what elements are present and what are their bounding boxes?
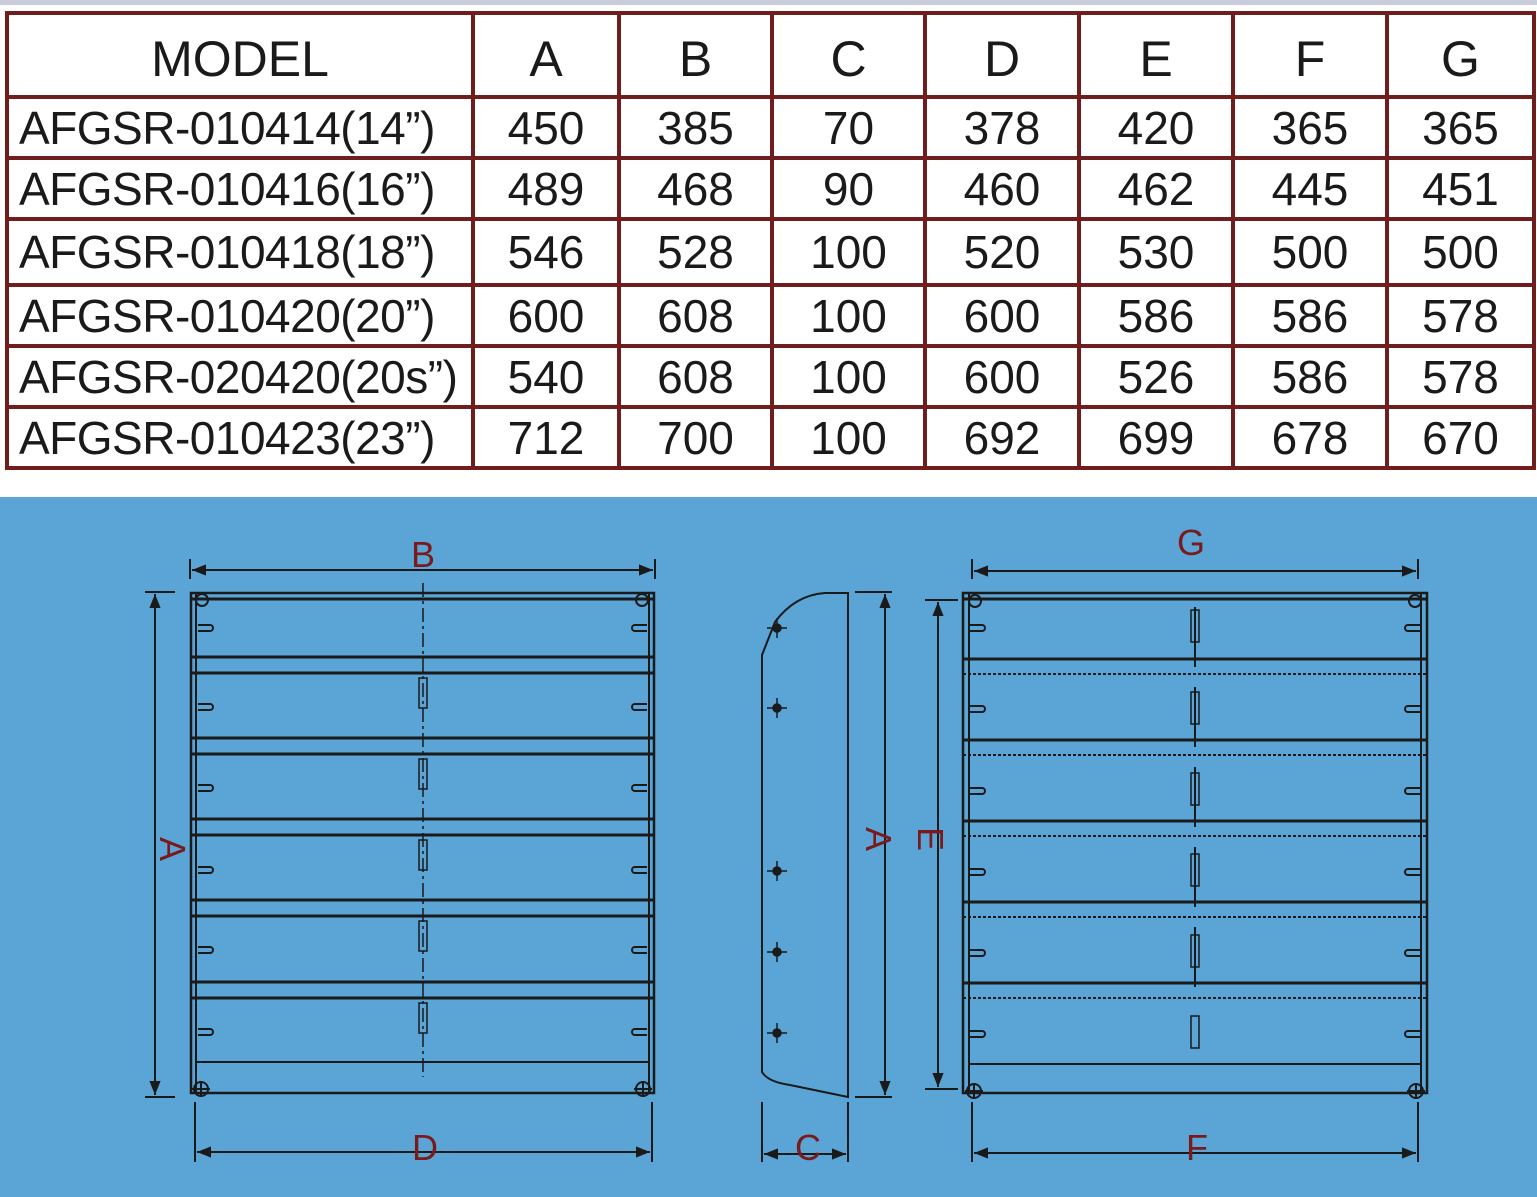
value-cell: 586 — [1231, 344, 1389, 409]
side-label-c: C — [795, 1127, 821, 1168]
model-cell: AFGSR-020420(20s”) — [5, 344, 475, 409]
header-cell: MODEL — [5, 11, 475, 99]
value-cell: 712 — [471, 405, 621, 470]
spec-table: MODEL A B C D E F G AFGSR-010414(14”) 45… — [5, 11, 1536, 470]
table-row: AFGSR-010418(18”) 546 528 100 520 530 50… — [5, 217, 1536, 287]
value-cell: 100 — [770, 344, 927, 409]
value-cell: 70 — [770, 95, 927, 160]
side-label-a: A — [858, 827, 899, 851]
value-cell: 608 — [617, 283, 774, 348]
header-cell: G — [1385, 11, 1536, 99]
value-cell: 608 — [617, 344, 774, 409]
header-cell: B — [617, 11, 774, 99]
model-cell: AFGSR-010416(16”) — [5, 156, 475, 221]
header-cell: D — [923, 11, 1081, 99]
model-cell: AFGSR-010423(23”) — [5, 405, 475, 470]
value-cell: 420 — [1077, 95, 1235, 160]
value-cell: 540 — [471, 344, 621, 409]
model-cell: AFGSR-010418(18”) — [5, 217, 475, 287]
value-cell: 526 — [1077, 344, 1235, 409]
value-cell: 100 — [770, 217, 927, 287]
model-cell: AFGSR-010414(14”) — [5, 95, 475, 160]
value-cell: 586 — [1077, 283, 1235, 348]
value-cell: 670 — [1385, 405, 1536, 470]
value-cell: 600 — [471, 283, 621, 348]
back-label-g: G — [1177, 522, 1205, 563]
value-cell: 489 — [471, 156, 621, 221]
value-cell: 530 — [1077, 217, 1235, 287]
value-cell: 468 — [617, 156, 774, 221]
header-cell: A — [471, 11, 621, 99]
header-cell: F — [1231, 11, 1389, 99]
value-cell: 460 — [923, 156, 1081, 221]
value-cell: 100 — [770, 405, 927, 470]
front-view — [145, 559, 656, 1162]
side-profile — [761, 592, 849, 1099]
table-row: AFGSR-010414(14”) 450 385 70 378 420 365… — [5, 95, 1536, 160]
value-cell: 600 — [923, 283, 1081, 348]
value-cell: 520 — [923, 217, 1081, 287]
value-cell: 700 — [617, 405, 774, 470]
value-cell: 699 — [1077, 405, 1235, 470]
front-label-d: D — [412, 1127, 438, 1168]
table-row: AFGSR-010420(20”) 600 608 100 600 586 58… — [5, 283, 1536, 348]
back-frame — [961, 591, 1429, 1095]
value-cell: 500 — [1385, 217, 1536, 287]
table-row: AFGSR-010416(16”) 489 468 90 460 462 445… — [5, 156, 1536, 221]
value-cell: 586 — [1231, 283, 1389, 348]
header-cell: C — [770, 11, 927, 99]
value-cell: 365 — [1385, 95, 1536, 160]
value-cell: 600 — [923, 344, 1081, 409]
side-view — [761, 591, 892, 1162]
spec-table-panel: MODEL A B C D E F G AFGSR-010414(14”) 45… — [0, 0, 1537, 497]
value-cell: 365 — [1231, 95, 1389, 160]
value-cell: 528 — [617, 217, 774, 287]
value-cell: 692 — [923, 405, 1081, 470]
value-cell: 500 — [1231, 217, 1389, 287]
table-header-row: MODEL A B C D E F G — [5, 11, 1536, 99]
value-cell: 100 — [770, 283, 927, 348]
front-label-b: B — [411, 534, 435, 575]
value-cell: 90 — [770, 156, 927, 221]
value-cell: 445 — [1231, 156, 1389, 221]
value-cell: 678 — [1231, 405, 1389, 470]
back-label-e: E — [910, 827, 951, 851]
value-cell: 578 — [1385, 344, 1536, 409]
value-cell: 578 — [1385, 283, 1536, 348]
value-cell: 451 — [1385, 156, 1536, 221]
front-label-a: A — [152, 837, 193, 861]
louver-diagram: B A D A C — [145, 522, 1429, 1168]
back-label-f: F — [1186, 1127, 1208, 1168]
back-view — [925, 559, 1429, 1162]
model-cell: AFGSR-010420(20”) — [5, 283, 475, 348]
table-row: AFGSR-010423(23”) 712 700 100 692 699 67… — [5, 405, 1536, 470]
value-cell: 378 — [923, 95, 1081, 160]
table-row: AFGSR-020420(20s”) 540 608 100 600 526 5… — [5, 344, 1536, 409]
value-cell: 546 — [471, 217, 621, 287]
header-cell: E — [1077, 11, 1235, 99]
value-cell: 462 — [1077, 156, 1235, 221]
value-cell: 385 — [617, 95, 774, 160]
value-cell: 450 — [471, 95, 621, 160]
